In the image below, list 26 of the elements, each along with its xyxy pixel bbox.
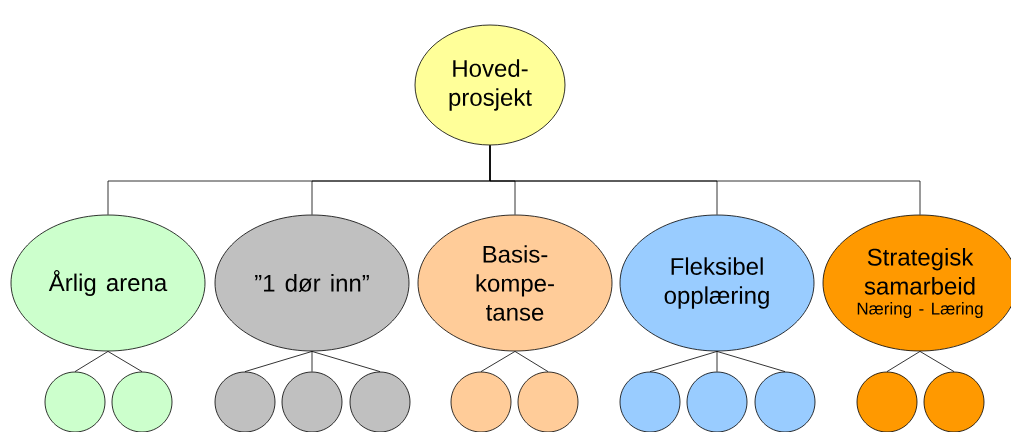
connector-line <box>649 351 718 372</box>
connector-line <box>716 351 786 372</box>
connector-line <box>480 351 516 372</box>
node-label: Næring - Læring <box>857 302 983 318</box>
connector-line <box>244 351 313 372</box>
connector-line <box>311 351 313 372</box>
connector-line <box>107 351 143 372</box>
node-label: Hoved- prosjekt <box>449 59 532 111</box>
node-label: Strategisk samarbeid <box>864 248 975 295</box>
node-label: ”1 dør inn” <box>255 274 369 292</box>
connector-line <box>919 351 955 372</box>
node-label: Basis- kompe- tanse <box>476 245 554 321</box>
ellipse-node <box>417 214 613 352</box>
node-label: Fleksibel opplæring <box>664 257 769 309</box>
ellipse-node <box>414 24 566 146</box>
ellipse-node <box>822 214 1011 352</box>
connector-line <box>74 351 109 372</box>
connector-line <box>886 351 921 372</box>
node-label: Årlig arena <box>48 270 168 296</box>
connector-line <box>716 351 718 372</box>
connector-line <box>514 351 549 372</box>
connector-line <box>489 145 921 215</box>
ellipse-node <box>214 214 410 352</box>
ellipse-node <box>10 214 206 352</box>
ellipse-node <box>619 214 815 352</box>
connector-line <box>311 351 381 372</box>
